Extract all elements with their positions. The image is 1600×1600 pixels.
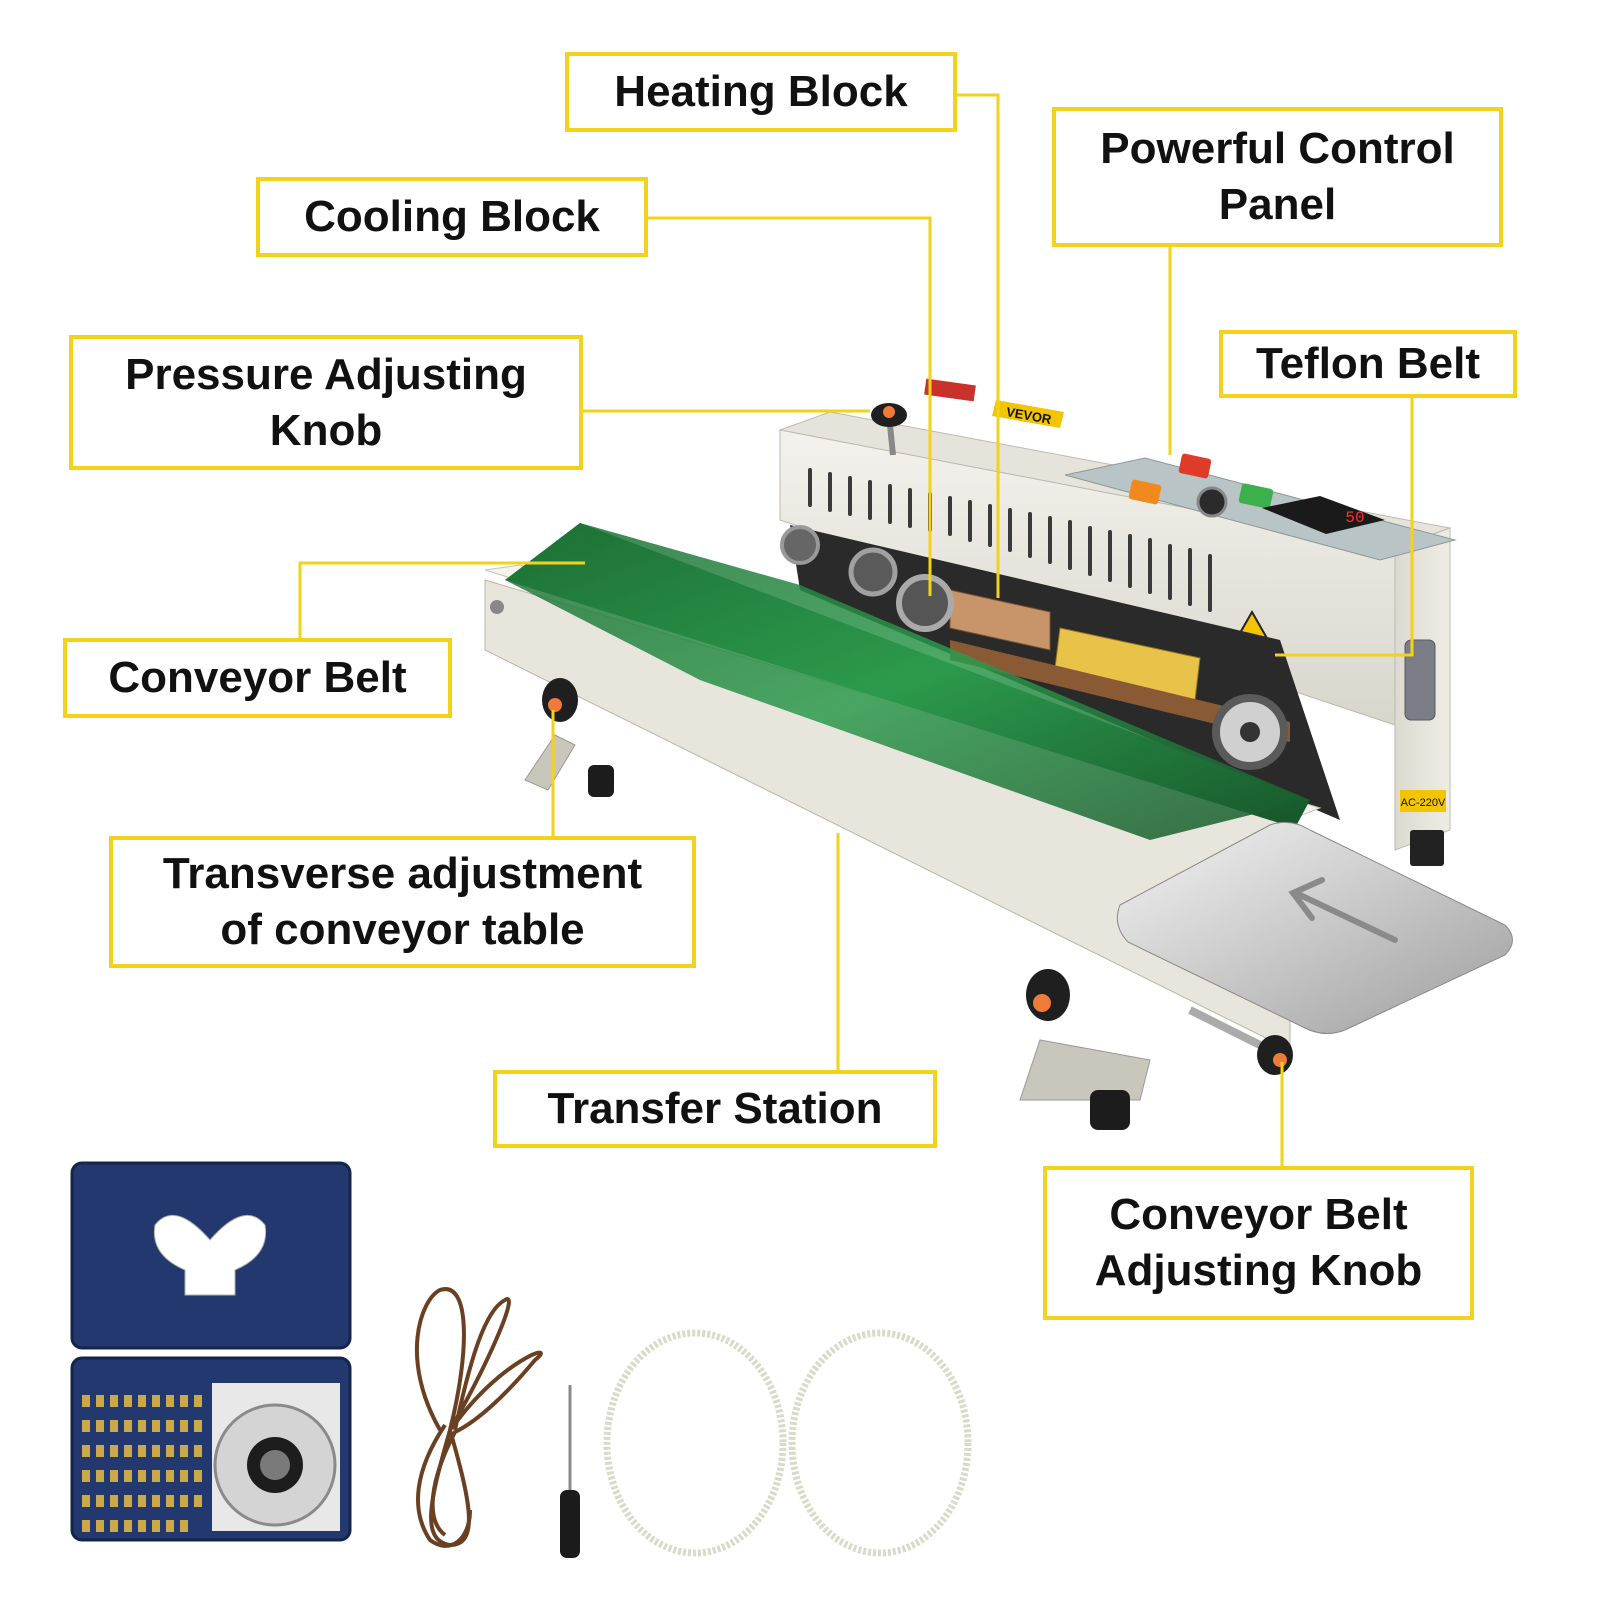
right-rubber-foot <box>1090 1090 1130 1130</box>
speed-dial-icon[interactable] <box>1196 486 1228 518</box>
callout-transfer-station-text: Transfer Station <box>547 1084 883 1133</box>
left-foot-bracket <box>524 734 576 791</box>
spare-drive-belt <box>603 1329 787 1557</box>
callout-conveyor-belt: Conveyor Belt <box>63 638 452 718</box>
callout-control-panel: Powerful Control Panel <box>1052 107 1503 247</box>
power-switch-icon[interactable] <box>1178 453 1212 479</box>
leader-teflon-belt <box>1275 396 1414 657</box>
callout-heating-block: Heating Block <box>565 52 957 132</box>
callout-transverse-line2: of conveyor table <box>220 905 585 954</box>
spare-drive-belt <box>788 1329 972 1557</box>
callout-transverse-adjustment: Transverse adjustment of conveyor table <box>109 836 696 968</box>
cool-switch-icon[interactable] <box>1238 483 1274 509</box>
left-rubber-foot <box>588 765 614 797</box>
voltage-label: AC-220V <box>1400 790 1446 812</box>
temperature-display: 50 <box>1345 509 1364 527</box>
leader-lines <box>298 93 1414 1168</box>
transverse-adjust-knob-left[interactable] <box>542 678 578 722</box>
leader-heating-block <box>957 93 1000 598</box>
teflon-belt <box>950 640 1290 742</box>
band-sealer-machine: AC-220V 50 <box>484 378 1513 1130</box>
red-indicator <box>924 378 976 402</box>
right-foot-bracket <box>1019 1039 1151 1101</box>
voltage-text: AC-220V <box>1401 797 1446 809</box>
screwdriver-icon <box>560 1385 580 1558</box>
callout-transverse-line1: Transverse adjustment <box>162 849 643 898</box>
callout-heating-block-text: Heating Block <box>614 67 908 116</box>
brand-logo-text: VEVOR <box>1005 404 1053 427</box>
type-characters <box>82 1395 202 1532</box>
direction-arrow-icon <box>1288 877 1398 943</box>
callout-pressure-knob-line1: Pressure Adjusting <box>125 349 527 399</box>
leader-conveyor-belt <box>298 561 585 640</box>
callout-conveyor-belt-text: Conveyor Belt <box>108 653 407 702</box>
conveyor-belt-surface <box>505 523 1310 840</box>
callout-cooling-block: Cooling Block <box>256 177 648 257</box>
side-handle[interactable] <box>1404 639 1436 721</box>
pressure-knob-icon[interactable] <box>871 403 907 456</box>
temperature-controller-icon: 50 <box>1262 496 1385 534</box>
callout-teflon-belt: Teflon Belt <box>1219 330 1517 398</box>
spare-teflon-belts <box>415 1287 543 1548</box>
transfer-station-tray <box>1116 821 1513 1034</box>
callout-transfer-station: Transfer Station <box>493 1070 937 1148</box>
transverse-adjust-knob-right[interactable] <box>1026 969 1070 1021</box>
drive-wheels <box>780 525 1288 770</box>
callout-belt-adjusting-knob: Conveyor Belt Adjusting Knob <box>1043 1166 1474 1320</box>
heat-switch-icon[interactable] <box>1128 479 1162 505</box>
callout-belt-knob-line1: Conveyor Belt <box>1109 1190 1408 1239</box>
accessories <box>70 1161 972 1558</box>
leader-cooling-block <box>648 216 932 596</box>
character-font-box <box>70 1161 352 1542</box>
callout-control-panel-line2: Panel <box>1218 180 1337 229</box>
brand-logo: VEVOR <box>992 400 1064 428</box>
callout-pressure-knob: Pressure Adjusting Knob <box>69 335 583 470</box>
tweezer-card-icon <box>153 1215 267 1296</box>
ink-roll-icon <box>212 1383 340 1531</box>
vent-slots <box>808 468 1212 612</box>
callout-cooling-block-text: Cooling Block <box>304 192 600 241</box>
power-socket-icon[interactable] <box>1410 830 1444 866</box>
callout-control-panel-line1: Powerful Control <box>1100 124 1455 173</box>
control-panel <box>1064 457 1457 561</box>
callout-belt-knob-line2: Adjusting Knob <box>1094 1246 1423 1295</box>
frame-bolt <box>490 600 504 614</box>
callout-pressure-knob-line2: Knob <box>269 405 383 455</box>
callout-teflon-belt-text: Teflon Belt <box>1255 339 1481 388</box>
